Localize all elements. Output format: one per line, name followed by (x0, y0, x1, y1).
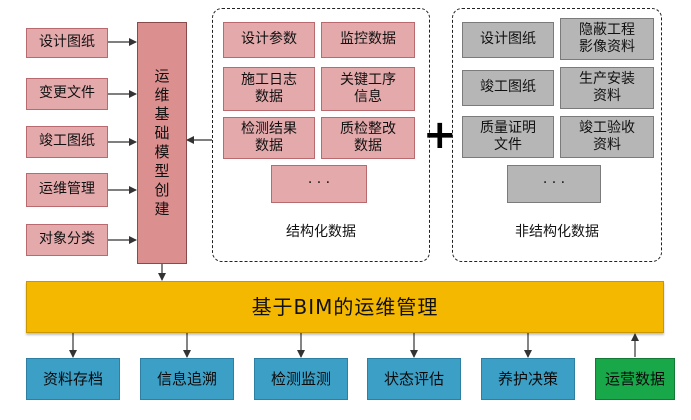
structured-cell-monitoring-data: 监控数据 (321, 22, 415, 58)
unstructured-data-label: 非结构化数据 (515, 224, 599, 240)
model-creation-box: 运 维 基 础 模 型 创 建 (137, 22, 187, 264)
structured-cell-more: · · · (271, 165, 367, 203)
structured-cell-design-params: 设计参数 (223, 22, 315, 58)
unstructured-cell-more: · · · (507, 165, 601, 203)
unstructured-cell-completion-drawings: 竣工图纸 (462, 70, 554, 106)
output-archive: 资料存档 (26, 358, 120, 400)
unstructured-cell-installation-docs: 生产安装 资料 (560, 67, 654, 109)
plus-icon: + (423, 112, 457, 158)
unstructured-cell-acceptance-docs: 竣工验收 资料 (560, 116, 654, 158)
structured-data-label: 结构化数据 (286, 224, 356, 240)
input-design-drawings: 设计图纸 (26, 28, 108, 58)
structured-cell-inspection-results: 检测结果 数据 (223, 117, 315, 159)
structured-cell-construction-log: 施工日志 数据 (223, 67, 315, 111)
unstructured-data-group (452, 8, 662, 262)
input-change-files: 变更文件 (26, 78, 108, 110)
structured-cell-quality-rectification: 质检整改 数据 (321, 117, 415, 159)
output-state-assessment: 状态评估 (367, 358, 461, 400)
output-inspection-monitoring: 检测监测 (254, 358, 348, 400)
structured-cell-key-process: 关键工序 信息 (321, 67, 415, 111)
output-maintenance-decision: 养护决策 (481, 358, 575, 400)
input-completion-drawings: 竣工图纸 (26, 126, 108, 158)
bim-om-management-bar: 基于BIM的运维管理 (26, 281, 664, 333)
input-object-classification: 对象分类 (26, 224, 108, 256)
output-traceability: 信息追溯 (140, 358, 234, 400)
structured-data-group (212, 8, 430, 262)
unstructured-cell-design-drawings: 设计图纸 (462, 22, 554, 58)
unstructured-cell-quality-certificates: 质量证明 文件 (462, 116, 554, 158)
unstructured-cell-hidden-works-images: 隐蔽工程 影像资料 (560, 18, 654, 60)
feedback-operation-data: 运营数据 (595, 358, 675, 400)
input-om-management: 运维管理 (26, 173, 108, 207)
